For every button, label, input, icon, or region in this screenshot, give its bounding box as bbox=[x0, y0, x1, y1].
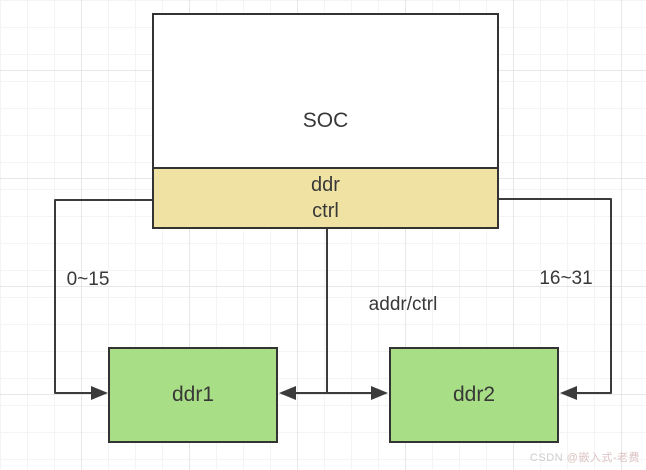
edge-label-16-31: 16~31 bbox=[539, 268, 593, 289]
ddr-ctrl-label-line1: ddr bbox=[311, 174, 340, 196]
ddr1-label: ddr1 bbox=[171, 383, 215, 406]
edge-right-arrowhead-icon bbox=[560, 386, 577, 400]
ddr1-node: ddr1 bbox=[108, 347, 278, 443]
ddr2-node: ddr2 bbox=[389, 347, 559, 443]
ddr-ctrl-label-line2: ctrl bbox=[312, 200, 339, 222]
edge-middle-arrowhead-ddr2-icon bbox=[371, 386, 388, 400]
soc-label: SOC bbox=[302, 109, 349, 132]
watermark-site-label: CSDN bbox=[529, 452, 567, 464]
edge-middle-arrowhead-ddr1-icon bbox=[279, 386, 296, 400]
soc-node: SOC ddr ctrl bbox=[152, 13, 499, 229]
watermark-author-label: @嵌入式-老费 bbox=[566, 452, 640, 464]
ddr2-label: ddr2 bbox=[452, 383, 496, 406]
ddr-ctrl-node: ddr ctrl bbox=[154, 167, 497, 227]
edge-label-0-15: 0~15 bbox=[66, 269, 110, 290]
edge-label-addr-ctrl: addr/ctrl bbox=[368, 294, 438, 315]
edge-left-arrowhead-icon bbox=[91, 386, 108, 400]
csdn-watermark: CSDN @嵌入式-老费 bbox=[530, 449, 640, 465]
